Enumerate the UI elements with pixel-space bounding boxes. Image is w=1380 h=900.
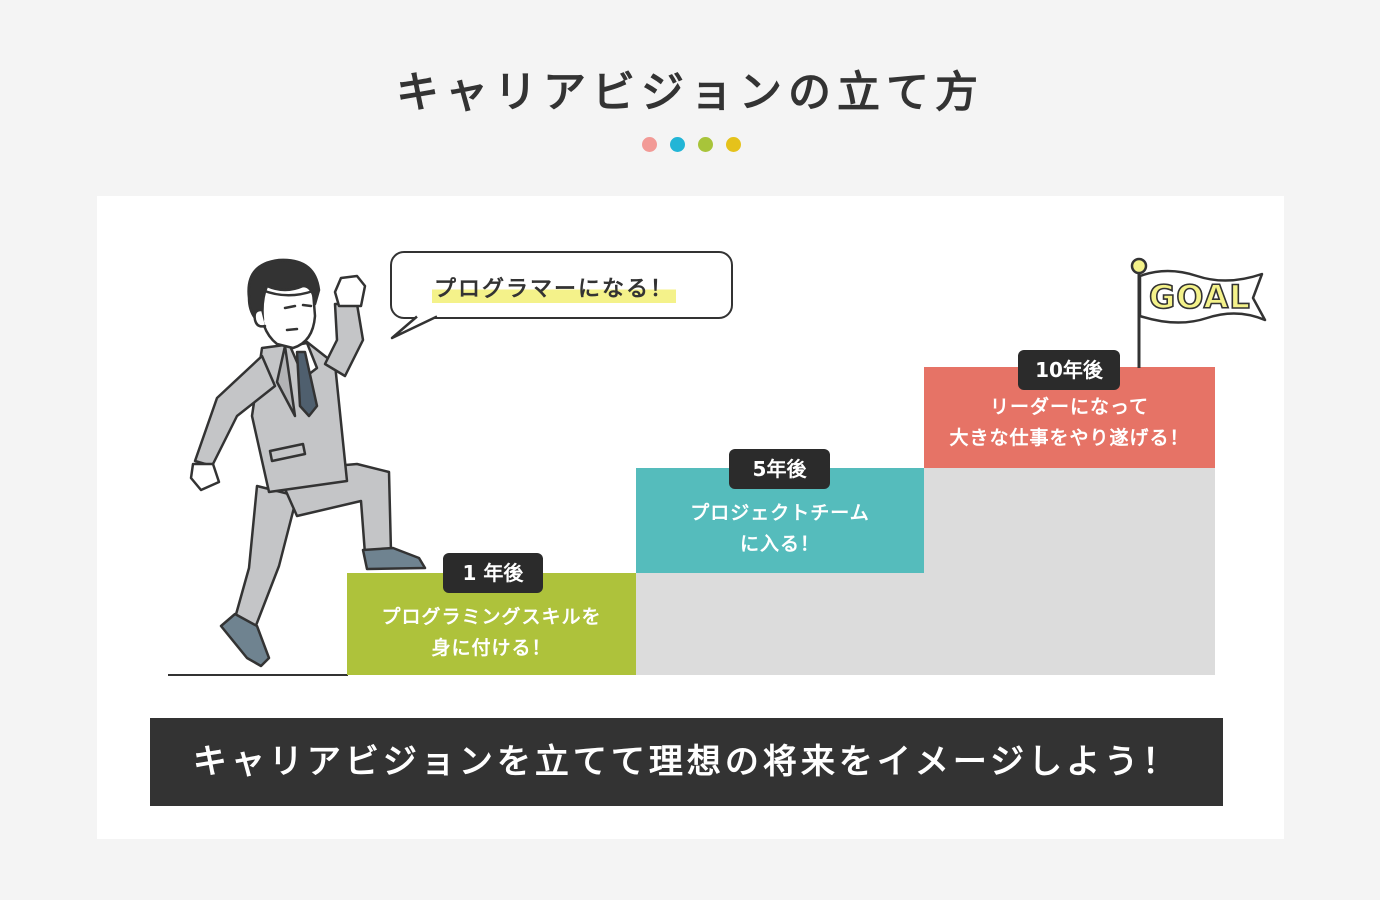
goal-flag-icon	[1130, 257, 1267, 368]
dot-cyan	[670, 137, 685, 152]
step-3-line2: 大きな仕事をやり遂げる！	[949, 427, 1190, 449]
page-title: キャリアビジョンの立て方	[396, 68, 984, 118]
ground-line	[168, 674, 348, 676]
step-1-line1: プログラミングスキルを	[381, 606, 602, 628]
step-2-line1: プロジェクトチーム	[690, 502, 870, 524]
speech-bubble: プログラマーになる！	[390, 251, 733, 319]
step-1-text: プログラミングスキルを 身に付ける！	[347, 602, 636, 664]
step-2-line2: に入る！	[739, 533, 820, 555]
dot-yellow	[726, 137, 741, 152]
speech-bubble-tail-icon	[390, 315, 438, 340]
goal-flag-text: GOAL	[1148, 277, 1251, 317]
step-2-text: プロジェクトチーム に入る！	[636, 498, 924, 560]
dot-pink	[642, 137, 657, 152]
step-1-line2: 身に付ける！	[431, 637, 552, 659]
stair-base-3	[924, 468, 1215, 675]
slogan-banner: キャリアビジョンを立てて理想の将来をイメージしよう！	[150, 718, 1223, 806]
step-1-tag: 1 年後	[443, 553, 543, 593]
step-2-tag: 5年後	[729, 449, 830, 489]
career-vision-card: プログラミングスキルを 身に付ける！ 1 年後 プロジェクトチーム に入る！ 5…	[97, 196, 1284, 839]
step-3-line1: リーダーになって	[989, 396, 1150, 418]
decorative-dots	[642, 137, 741, 152]
step-3-tag: 10年後	[1018, 350, 1120, 390]
speech-bubble-text: プログラマーになる！	[432, 271, 677, 303]
businessman-illustration	[189, 258, 427, 668]
stair-base-2	[636, 573, 924, 675]
step-3-text: リーダーになって 大きな仕事をやり遂げる！	[924, 392, 1215, 454]
dot-green	[698, 137, 713, 152]
